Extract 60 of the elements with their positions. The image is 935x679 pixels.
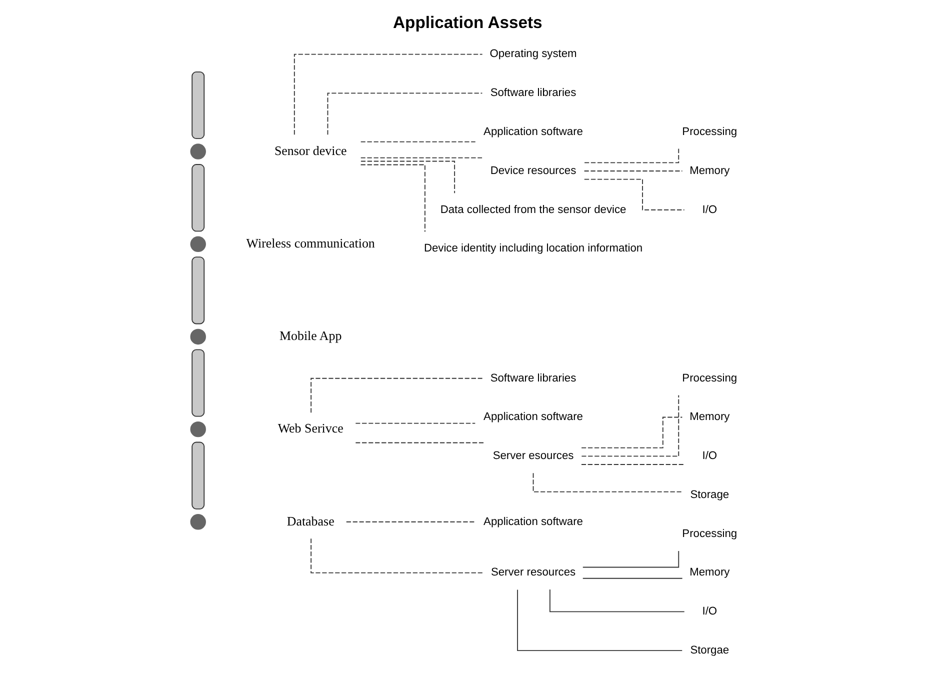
node-text: Sensor device	[274, 142, 346, 158]
connector	[582, 578, 682, 579]
node-text: Storage	[690, 488, 729, 501]
connector	[583, 178, 684, 210]
connector	[582, 550, 679, 568]
node-text: Wireless communication	[246, 236, 374, 251]
node-text: Processing	[682, 528, 737, 540]
node-text: Database	[286, 513, 334, 528]
connector	[584, 148, 679, 164]
node-circle	[190, 514, 206, 530]
connector	[360, 164, 425, 232]
node-text: Application software	[483, 411, 582, 424]
connector	[360, 141, 476, 142]
node-text: Storgae	[690, 644, 729, 656]
connector	[360, 157, 482, 158]
node-text: I/O	[702, 204, 717, 216]
node-bar	[191, 71, 204, 140]
node-circle	[190, 421, 206, 438]
node-text: Processing	[682, 126, 737, 138]
node-text: Memory	[689, 566, 730, 579]
node-text: Data collected from the sensor device	[440, 204, 626, 216]
node-text: Server esources	[492, 450, 574, 462]
connector	[580, 394, 679, 457]
node-text: Server resources	[490, 566, 576, 579]
node-bar	[191, 349, 204, 417]
node-text: I/O	[702, 450, 717, 462]
connector	[293, 54, 482, 136]
connector	[345, 521, 475, 522]
node-circle	[190, 144, 206, 160]
connector	[580, 416, 682, 448]
connector	[532, 472, 682, 492]
node-text: Operating system	[489, 48, 576, 60]
diagram-title: Application Assets	[392, 12, 542, 32]
node-text: Software libraries	[490, 87, 576, 100]
node-bar	[191, 256, 204, 324]
node-text: Memory	[689, 411, 730, 424]
connector	[310, 538, 484, 574]
node-text: Software libraries	[490, 372, 576, 384]
node-text: Application software	[483, 516, 582, 528]
node-text: Processing	[682, 372, 737, 384]
connector	[516, 589, 682, 652]
node-text: I/O	[702, 606, 717, 618]
node-text: Device identity including location information	[423, 242, 642, 255]
node-circle	[190, 236, 206, 252]
connector	[360, 160, 455, 194]
connector	[354, 442, 485, 444]
node-text: Memory	[689, 164, 730, 177]
connector	[583, 170, 682, 172]
node-bar	[191, 442, 204, 510]
node-text: Application software	[483, 126, 582, 138]
node-text: Mobile App	[278, 328, 342, 344]
node-text: Web Serivce	[277, 420, 343, 436]
connector	[548, 589, 684, 612]
connector	[580, 464, 685, 465]
node-text: Device resources	[490, 164, 576, 177]
node-bar	[191, 164, 204, 232]
connector	[326, 92, 482, 136]
connector	[310, 378, 482, 414]
connector	[354, 422, 476, 424]
node-circle	[190, 328, 206, 345]
